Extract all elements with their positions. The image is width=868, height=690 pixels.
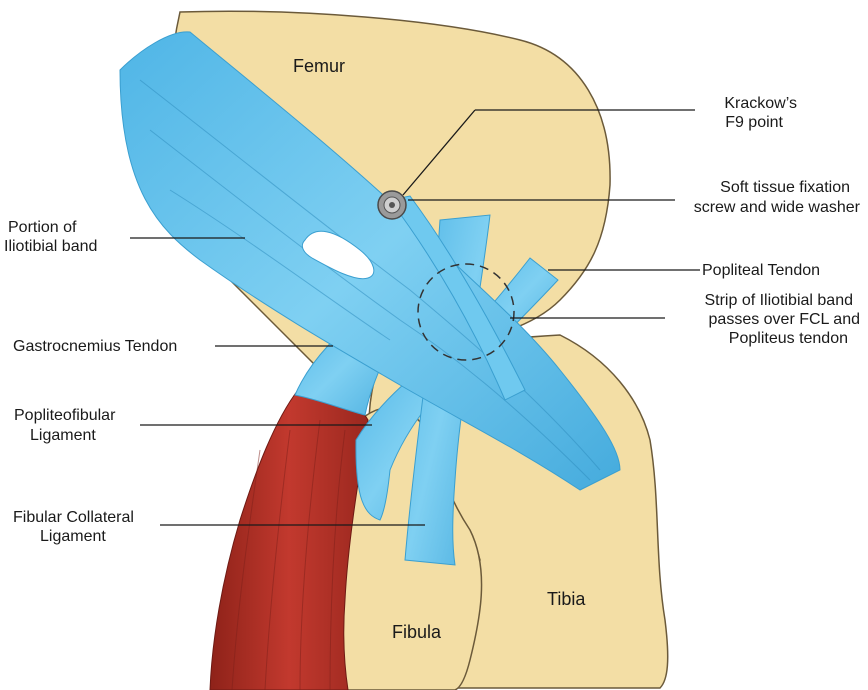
itb-label-line2: Iliotibial band: [4, 238, 97, 255]
fcl-label-line2: Ligament: [40, 528, 106, 545]
popliteal-tendon-label: Popliteal Tendon: [702, 262, 820, 279]
strip-label-line1: Strip of Iliotibial band: [704, 292, 853, 309]
fixation-screw: [378, 191, 406, 219]
gastrocnemius-label: Gastrocnemius Tendon: [13, 338, 177, 355]
femur-label: Femur: [293, 56, 345, 76]
strip-label-line3: Popliteus tendon: [729, 330, 848, 347]
popliteofibular-label-line2: Ligament: [30, 427, 96, 444]
krackow-label-line2: F9 point: [725, 114, 783, 131]
screw-label-line2: screw and wide washer: [694, 199, 861, 216]
popliteofibular-label-line1: Popliteofibular: [14, 407, 116, 424]
itb-label-line1: Portion of: [8, 219, 77, 236]
tibia-label: Tibia: [547, 589, 586, 609]
fibula-label: Fibula: [392, 622, 442, 642]
fcl-label-line1: Fibular Collateral: [13, 509, 134, 526]
screw-label-line1: Soft tissue fixation: [720, 179, 850, 196]
krackow-label-line1: Krackow’s: [724, 95, 797, 112]
strip-label-line2: passes over FCL and: [709, 311, 860, 328]
